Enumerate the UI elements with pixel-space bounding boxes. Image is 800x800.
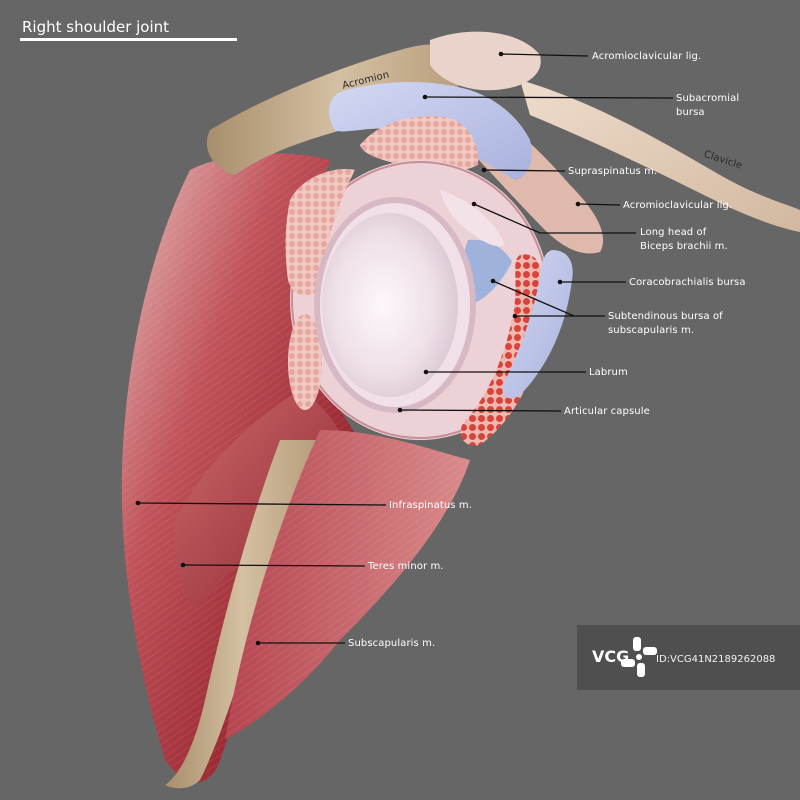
label-biceps-line1: Long head of: [640, 227, 707, 238]
label-biceps-line2: Biceps brachii m.: [640, 241, 728, 252]
biceps-long-head-tendon: [440, 190, 505, 247]
label-acromioclavicular-lig-mid: Acromioclavicular lig.: [623, 200, 733, 211]
subtendinous-bursa: [462, 239, 512, 305]
subscapularis-tendon-section: [460, 254, 547, 446]
glenoid-surface: [322, 213, 458, 397]
acromioclavicular-ligament-top: [430, 31, 541, 91]
label-subacromial-bursa-line2: bursa: [676, 107, 705, 118]
label-subacromial-bursa-line1: Subacromial: [676, 93, 740, 104]
watermark-mark-icon: [621, 637, 657, 677]
title-underline: [20, 38, 237, 41]
label-teres-minor: Teres minor m.: [368, 561, 444, 572]
label-subtendinous-line1: Subtendinous bursa of: [608, 311, 723, 322]
diagram-title: Right shoulder joint: [22, 18, 170, 36]
label-supraspinatus: Supraspinatus m.: [568, 166, 658, 177]
label-coracobrachialis-bursa: Coracobrachialis bursa: [629, 277, 746, 288]
watermark: VCG ID:VCG41N2189262088: [577, 625, 800, 690]
supraspinatus-section: [360, 116, 479, 172]
watermark-id: ID:VCG41N2189262088: [656, 654, 776, 665]
label-infraspinatus: Infraspinatus m.: [389, 500, 473, 511]
leader-dots: [135, 51, 581, 646]
leader-lines: [137, 53, 674, 644]
label-subscapularis: Subscapularis m.: [348, 638, 436, 649]
teres-minor-tendon-section: [288, 314, 322, 410]
label-subtendinous-line2: subscapularis m.: [608, 325, 695, 336]
watermark-logo: VCG: [592, 647, 630, 666]
label-labrum: Labrum: [589, 367, 628, 378]
infraspinatus-tendon-section: [285, 169, 355, 296]
clavicle-bone: [520, 80, 800, 232]
coracobrachialis-bursa: [502, 250, 573, 399]
label-acromioclavicular-lig-top: Acromioclavicular lig.: [592, 51, 702, 62]
label-articular-capsule: Articular capsule: [564, 406, 650, 417]
